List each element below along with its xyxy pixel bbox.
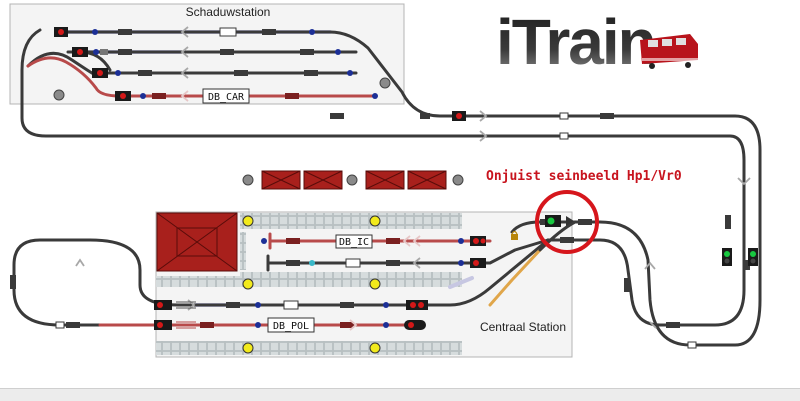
platforms (156, 213, 462, 355)
direction-arrow-icon (479, 130, 488, 142)
annotation: Onjuist seinbeeld Hp1/Vr0 (486, 169, 682, 254)
shadow-station-label: Schaduwstation (186, 5, 271, 19)
central-station-label: Centraal Station (480, 320, 566, 334)
station-building (156, 212, 238, 272)
middle-buildings (242, 170, 464, 190)
platform-lamps (242, 215, 381, 354)
detector-icon (309, 29, 315, 35)
direction-arrow-icon (737, 177, 751, 186)
signals[interactable] (54, 27, 758, 330)
platform-4 (156, 341, 462, 355)
marker-icon (379, 77, 391, 89)
train-label-db-ic[interactable]: DB_IC (339, 237, 369, 248)
platform-lamp-icon (369, 215, 381, 227)
bottom-strip (0, 388, 800, 401)
locomotive-icon (640, 34, 698, 69)
annotation-text: Onjuist seinbeeld Hp1/Vr0 (486, 169, 682, 184)
direction-arrow-icon (180, 46, 189, 58)
signal-icon (470, 258, 486, 268)
direction-arrows (75, 26, 751, 331)
detector-icon (255, 302, 261, 308)
detector-icon (335, 49, 341, 55)
signal-icon (404, 320, 426, 330)
detectors (92, 29, 464, 328)
detector-icon (92, 29, 98, 35)
direction-arrow-icon (402, 235, 411, 247)
train-label-box (202, 88, 250, 104)
signal-icon (470, 236, 486, 246)
platform-1 (240, 213, 462, 229)
detector-icon (458, 238, 464, 244)
block-sections[interactable] (10, 27, 750, 349)
platform-lamp-icon (242, 215, 254, 227)
platform-lamp-icon (242, 342, 254, 354)
detector-icon (372, 93, 378, 99)
track-network[interactable] (12, 28, 762, 347)
direction-arrow-icon (412, 257, 421, 269)
platform-lamp-icon (242, 278, 254, 290)
detector-icon (261, 238, 267, 244)
detector-icon (140, 93, 146, 99)
platform-lamp-icon (369, 278, 381, 290)
itrain-logo: iTrain (496, 6, 698, 78)
train-label-db-car[interactable]: DB_CAR (208, 92, 245, 103)
train-label-box (267, 317, 315, 333)
platform-3 (156, 276, 240, 287)
direction-arrow-icon (180, 26, 189, 38)
signal-icon (92, 68, 108, 78)
marker-icon (53, 89, 65, 101)
detector-icon (347, 70, 353, 76)
signal-icon (72, 47, 108, 57)
detector-icon (309, 260, 315, 266)
direction-arrow-icon (644, 261, 656, 270)
train-label-db-pol[interactable]: DB_POL (273, 321, 309, 332)
train-label-box (335, 234, 373, 249)
detector-icon (115, 70, 121, 76)
direction-arrow-icon (412, 235, 421, 247)
signal-icon (452, 111, 466, 121)
direction-arrow-icon (75, 258, 85, 267)
platform-2 (240, 272, 462, 287)
signal-icon (154, 320, 196, 330)
detector-icon (458, 260, 464, 266)
direction-arrow-icon (349, 319, 358, 331)
logo-text: iTrain (496, 6, 655, 78)
detector-icon (383, 302, 389, 308)
signal-icon (722, 248, 732, 266)
highlight-circle (535, 190, 599, 254)
signal-icon (748, 248, 758, 266)
detector-icon (383, 322, 389, 328)
detector-icon (93, 49, 99, 55)
signal-icon (115, 91, 131, 101)
direction-arrow-icon (479, 110, 488, 122)
platform-5 (240, 232, 246, 270)
platform-lamp-icon (369, 342, 381, 354)
direction-arrow-icon (180, 67, 189, 79)
direction-arrow-icon (180, 90, 189, 102)
direction-arrow-icon (649, 321, 657, 329)
signal-icon (54, 27, 68, 37)
signal-icon (154, 300, 196, 310)
train-labels[interactable]: DB_CAR DB_IC DB_POL (202, 88, 373, 333)
lock-icon (511, 230, 518, 240)
signal-icon-wrong-aspect (545, 215, 574, 227)
signal-icon (406, 300, 428, 310)
detector-icon (255, 322, 261, 328)
